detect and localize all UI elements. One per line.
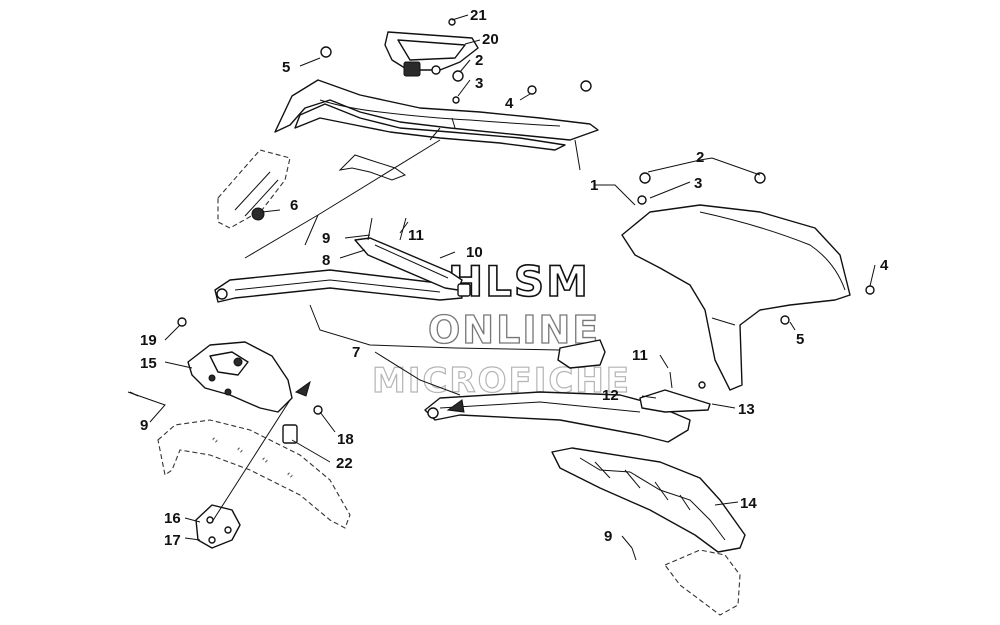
lower-left-bracket bbox=[187, 341, 311, 413]
callout-21: 21 bbox=[470, 7, 487, 24]
callout-6: 6 bbox=[290, 197, 298, 214]
callout-18: 18 bbox=[337, 431, 354, 448]
callout-4-top: 4 bbox=[505, 95, 514, 112]
callout-5-right: 5 bbox=[796, 331, 804, 348]
clip-part bbox=[282, 424, 298, 444]
callout-3-right: 3 bbox=[694, 175, 702, 192]
callout-14: 14 bbox=[740, 495, 757, 512]
upper-console-panel bbox=[274, 79, 599, 151]
callouts: 21 20 2 3 4 5 1 2 3 6 9 11 8 10 4 5 19 1… bbox=[140, 7, 889, 549]
screw-icon bbox=[448, 18, 456, 26]
callout-22: 22 bbox=[336, 455, 353, 472]
bolt-icon bbox=[320, 46, 332, 58]
bolt-icon bbox=[639, 172, 651, 184]
callout-10: 10 bbox=[466, 244, 483, 261]
watermark: HLSM ONLINE MICROFICHE bbox=[371, 256, 629, 401]
callout-9-left: 9 bbox=[140, 417, 148, 434]
callout-7: 7 bbox=[352, 344, 360, 361]
callout-11-upper: 11 bbox=[408, 227, 424, 244]
left-side-bracket bbox=[217, 149, 291, 229]
washer-icon bbox=[637, 195, 647, 205]
bolt-icon bbox=[580, 80, 592, 92]
lever-bracket bbox=[639, 389, 711, 413]
mid-clip-bracket bbox=[557, 339, 606, 369]
callout-5-left: 5 bbox=[282, 59, 290, 76]
callout-13: 13 bbox=[738, 401, 755, 418]
step-plate bbox=[551, 447, 746, 553]
callout-11-lower: 11 bbox=[632, 347, 648, 364]
callout-16: 16 bbox=[164, 510, 181, 527]
screw-icon bbox=[698, 381, 706, 389]
callout-2-top: 2 bbox=[475, 52, 483, 69]
callout-19: 19 bbox=[140, 332, 157, 349]
upper-mounting-bar bbox=[214, 269, 463, 303]
callout-8: 8 bbox=[322, 252, 330, 269]
mount-plate bbox=[195, 504, 241, 549]
callout-3-top: 3 bbox=[475, 75, 483, 92]
washer-icon bbox=[452, 96, 460, 104]
bolt-icon bbox=[780, 315, 790, 325]
bolt-icon bbox=[452, 70, 464, 82]
callout-1: 1 bbox=[590, 177, 598, 194]
callout-12: 12 bbox=[602, 387, 619, 404]
callout-17: 17 bbox=[164, 532, 181, 549]
lower-left-frame bbox=[157, 419, 351, 529]
right-cowl-panel bbox=[621, 204, 851, 391]
bolt-icon bbox=[754, 172, 766, 184]
callout-20: 20 bbox=[482, 31, 499, 48]
latch-bracket bbox=[354, 237, 471, 297]
callout-9-lower: 9 bbox=[604, 528, 612, 545]
watermark-line-2: ONLINE bbox=[428, 308, 600, 352]
console-wire-bracket bbox=[338, 154, 407, 181]
bolt-icon bbox=[865, 285, 875, 295]
callout-4-right: 4 bbox=[880, 257, 889, 274]
callout-2-right: 2 bbox=[696, 149, 704, 166]
bolt-icon bbox=[527, 85, 537, 95]
lower-right-frame bbox=[664, 549, 741, 616]
callout-15: 15 bbox=[140, 355, 157, 372]
callout-9-upper: 9 bbox=[322, 230, 330, 247]
gauge-housing bbox=[384, 31, 479, 77]
leader-lines bbox=[127, 14, 876, 549]
lower-mounting-bar bbox=[424, 391, 691, 443]
bolt-icon bbox=[177, 317, 187, 327]
watermark-line-1: HLSM bbox=[448, 257, 590, 306]
